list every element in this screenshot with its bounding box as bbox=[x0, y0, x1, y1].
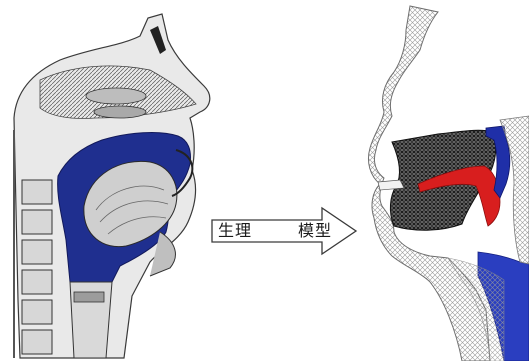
mesh-model bbox=[368, 6, 529, 361]
arrow-label-physiology: 生理 bbox=[218, 218, 252, 244]
arrow-label-model: 模型 bbox=[298, 218, 332, 244]
anatomical-illustration bbox=[14, 14, 210, 358]
